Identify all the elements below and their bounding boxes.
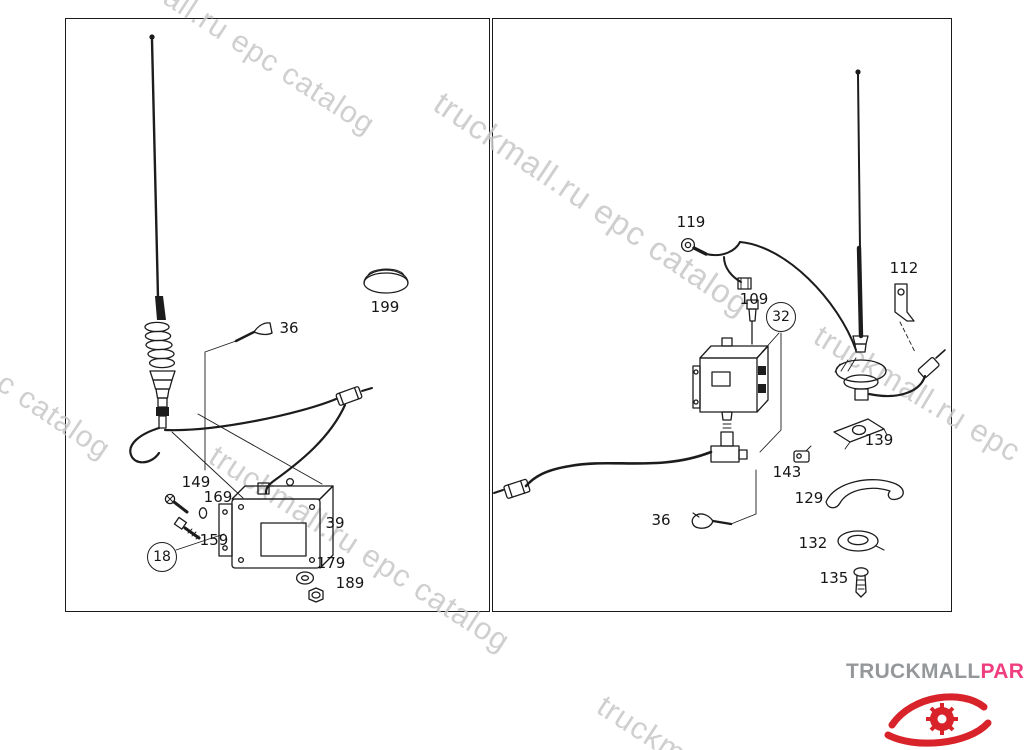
- truckmall-logo: TRUCKMALLPARTS: [846, 660, 1024, 747]
- logo-suffix-text: PARTS: [980, 660, 1024, 683]
- callout-right-119: 119: [676, 213, 706, 231]
- left-panel-frame: [65, 18, 490, 612]
- callout-left-189: 189: [335, 574, 365, 592]
- callout-right-139: 139: [864, 431, 894, 449]
- logo-text: TRUCKMALLPARTS: [846, 660, 1024, 684]
- logo-swoosh-icon: [884, 693, 992, 747]
- callout-left-39: 39: [325, 514, 345, 532]
- callout-right-132: 132: [798, 534, 828, 552]
- callout-right-135: 135: [819, 569, 849, 587]
- callout-left-199: 199: [370, 298, 400, 316]
- callout-left-179: 179: [316, 554, 346, 572]
- callout-right-109: 109: [739, 290, 769, 308]
- callout-right-32-circled: 32: [766, 302, 796, 332]
- callout-left-18-circled: 18: [147, 542, 177, 572]
- callout-left-159: 159: [199, 531, 229, 549]
- right-panel-frame: [492, 18, 952, 612]
- logo-gear-icon: [926, 703, 958, 735]
- callout-right-143: 143: [772, 463, 802, 481]
- callout-left-169: 169: [203, 488, 233, 506]
- logo-brand-text: TRUCKMALL: [846, 660, 981, 683]
- callout-right-112: 112: [889, 259, 919, 277]
- callout-right-36: 36: [651, 511, 671, 529]
- callout-right-129: 129: [794, 489, 824, 507]
- callout-left-36: 36: [279, 319, 299, 337]
